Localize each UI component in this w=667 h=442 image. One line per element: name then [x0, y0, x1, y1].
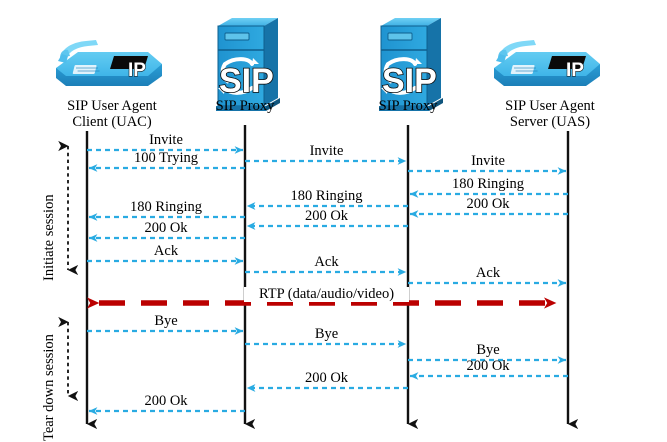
node-label-proxy2-line1: SIP Proxy: [378, 98, 438, 114]
node-label-proxy2: SIP Proxy: [348, 98, 468, 114]
msg-label-invite-2: Invite: [309, 143, 344, 159]
msg-label-200ok-teardown-2: 200 Ok: [304, 370, 349, 386]
svg-text:IP: IP: [128, 60, 146, 81]
node-label-uas-line1: SIP User Agent: [505, 98, 595, 114]
msg-label-200ok-teardown-1: 200 Ok: [144, 393, 188, 409]
node-label-uas: SIP User Agent Server (UAS): [460, 98, 640, 130]
ip-phone-icon-uas: IP: [494, 40, 600, 86]
sip-proxy-server-icon-1: SIP: [216, 18, 280, 111]
msg-label-200ok-setup-2: 200 Ok: [304, 208, 349, 224]
phase-label-initiate: Initiate session: [41, 194, 58, 281]
ip-phone-icon-uac: IP: [56, 40, 162, 86]
msg-label-180ringing-3: 180 Ringing: [451, 176, 525, 192]
phase-label-teardown: Tear down session: [41, 334, 58, 441]
msg-label-180ringing-1: 180 Ringing: [129, 199, 203, 215]
node-label-uac: SIP User Agent Client (UAC): [22, 98, 202, 130]
msg-label-200ok-teardown-3: 200 Ok: [466, 358, 510, 374]
node-label-proxy1-line1: SIP Proxy: [215, 98, 275, 114]
svg-text:SIP: SIP: [219, 62, 274, 100]
msg-label-bye-2: Bye: [314, 326, 339, 342]
msg-label-ack-2: Ack: [314, 254, 339, 270]
msg-label-ack-1: Ack: [153, 243, 179, 259]
msg-label-invite-1: Invite: [149, 132, 183, 148]
node-label-uac-line1: SIP User Agent: [67, 98, 157, 114]
node-label-uac-line2: Client (UAC): [72, 114, 152, 130]
phase-label-teardown-text: Tear down session: [41, 334, 57, 441]
msg-label-invite-3: Invite: [471, 153, 505, 169]
msg-label-180ringing-2: 180 Ringing: [290, 188, 363, 204]
sip-proxy-server-icon-2: SIP: [379, 18, 443, 111]
message-arrows: [87, 146, 568, 415]
svg-text:IP: IP: [566, 60, 584, 81]
msg-label-bye-1: Bye: [154, 313, 178, 329]
msg-label-rtp: RTP (data/audio/video): [244, 287, 409, 302]
node-label-uas-line2: Server (UAS): [509, 114, 591, 130]
msg-label-bye-3: Bye: [476, 342, 500, 358]
msg-label-200ok-setup-1: 200 Ok: [144, 220, 188, 236]
msg-label-200ok-setup-3: 200 Ok: [466, 196, 510, 212]
msg-label-ack-3: Ack: [475, 265, 501, 281]
node-label-proxy1: SIP Proxy: [185, 98, 305, 114]
phase-label-initiate-text: Initiate session: [41, 194, 57, 281]
msg-label-100trying-1: 100 Trying: [133, 150, 199, 166]
svg-text:SIP: SIP: [382, 62, 437, 100]
